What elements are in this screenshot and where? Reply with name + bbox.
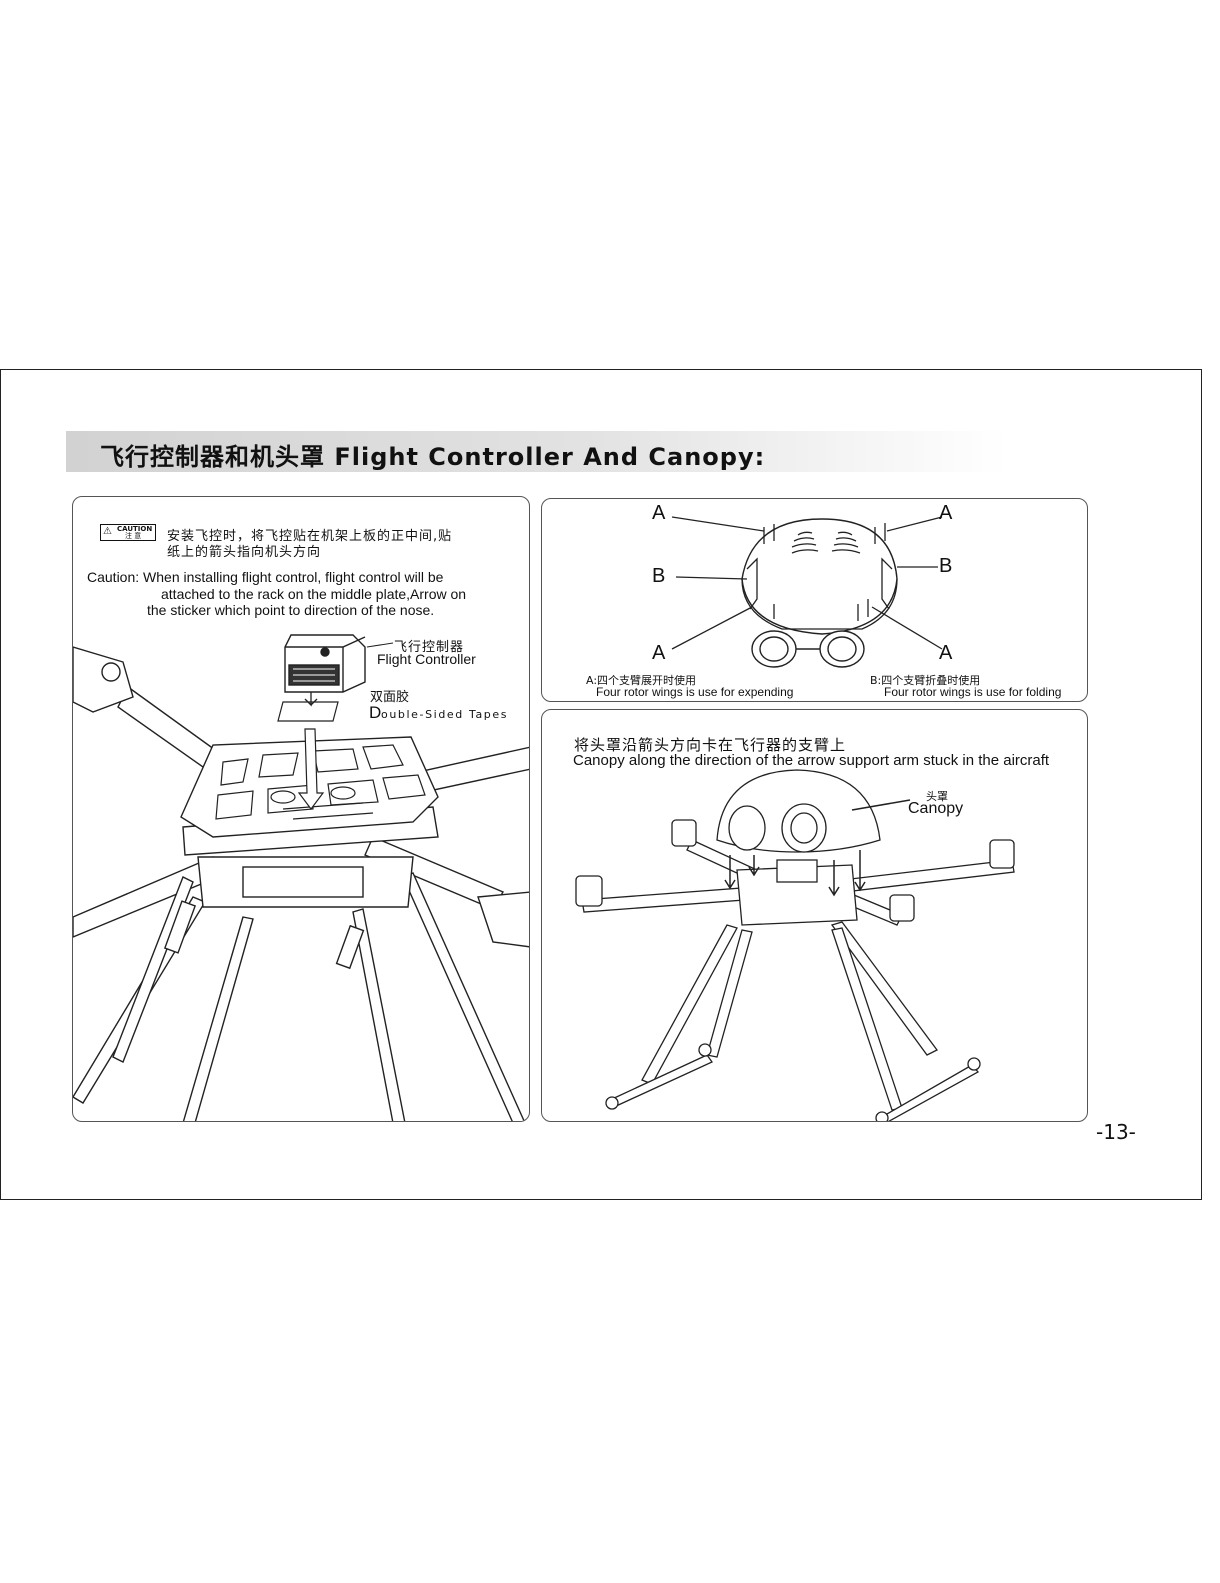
label-a-top-left: A [652, 502, 666, 524]
tape-label-en: ouble-Sided Tapes [381, 708, 509, 721]
section-title: 飞行控制器和机头罩 Flight Controller And Canopy: [100, 443, 766, 471]
caution-text-en-line3: the sticker which point to direction of … [147, 602, 435, 618]
frame-illustration [73, 634, 529, 1121]
canopy-instruction-cn: 将头罩沿箭头方向卡在飞行器的支臂上 [574, 736, 847, 754]
caution-badge-en: CAUTION [117, 525, 153, 533]
warning-icon: ⚠ [103, 526, 112, 537]
caution-badge: ⚠ CAUTION 注 意 [100, 524, 156, 541]
tape-label-cn: 双面胶 [370, 690, 410, 705]
canopy-install-panel [541, 709, 1088, 1122]
canopy-clip-illustration [671, 516, 943, 668]
page-frame [0, 369, 1202, 1200]
flight-controller-label-cn: 飞行控制器 [394, 640, 465, 655]
note-a-en: Four rotor wings is use for expending [596, 685, 794, 699]
label-b-right: B [939, 555, 953, 577]
note-b-en: Four rotor wings is use for folding [884, 685, 1062, 699]
flight-controller-panel [72, 496, 530, 1122]
flight-controller-label-en: Flight Controller [377, 651, 476, 667]
label-a-bottom-right: A [939, 642, 953, 664]
note-b-cn: B:四个支臂折叠时使用 [870, 674, 981, 687]
canopy-instruction-en: Canopy along the direction of the arrow … [573, 752, 1050, 769]
caution-text-en-line1: Caution: When installing flight control,… [87, 569, 444, 585]
canopy-clip-panel [541, 498, 1088, 702]
page-number: -13- [1096, 1120, 1136, 1144]
tape-label-en-initial: D [369, 703, 382, 722]
caution-badge-cn: 注 意 [125, 532, 142, 540]
note-a-cn: A:四个支臂展开时使用 [586, 674, 697, 687]
section-title-bar [66, 431, 1006, 472]
caution-text-cn-line2: 纸上的箭头指向机头方向 [167, 545, 322, 560]
canopy-label-en: Canopy [908, 800, 964, 817]
label-a-bottom-left: A [652, 642, 666, 664]
label-b-left: B [652, 565, 666, 587]
aircraft-canopy-illustration [575, 769, 1015, 1121]
caution-text-cn-line1: 安装飞控时，将飞控贴在机架上板的正中间,贴 [167, 529, 453, 544]
label-a-top-right: A [939, 502, 953, 524]
canopy-label-cn: 头罩 [926, 790, 948, 803]
caution-text-en-line2: attached to the rack on the middle plate… [161, 586, 467, 602]
